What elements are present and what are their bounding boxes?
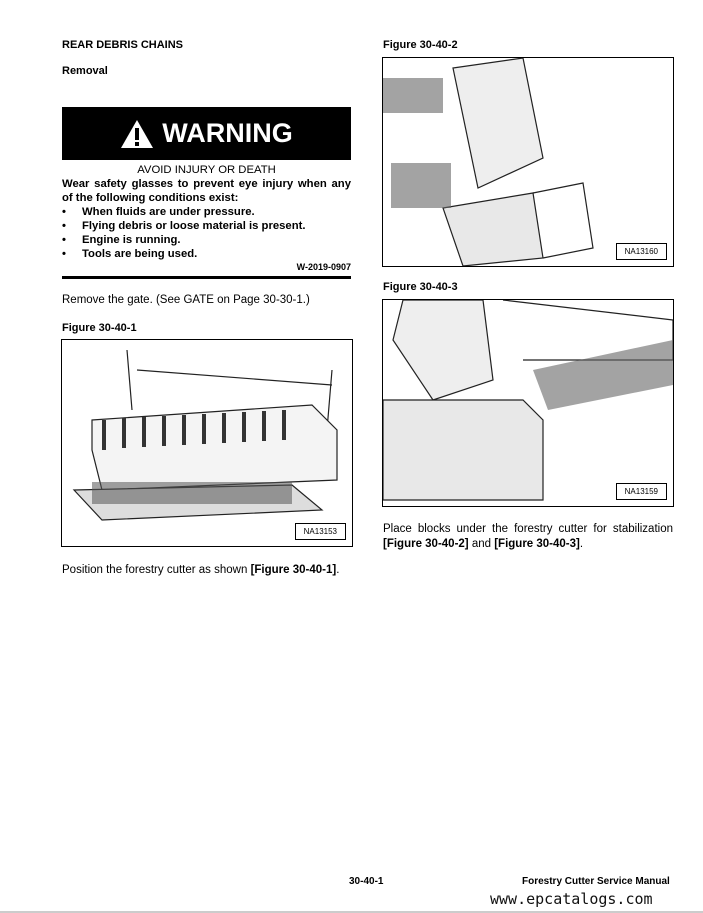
figure-tag: NA13153 — [294, 523, 346, 540]
warning-text: AVOID INJURY OR DEATH Wear safety glasse… — [62, 163, 351, 273]
figure-caption: Figure 30-40-3 — [383, 281, 458, 293]
warning-item: Tools are being used. — [62, 247, 351, 261]
step-text: Place blocks under the forestry cutter f… — [383, 523, 673, 535]
watermark: www.epcatalogs.com — [490, 890, 653, 908]
block-under-cutter-illustration — [383, 300, 673, 501]
step-text: Position the forestry cutter as shown — [62, 564, 251, 576]
figure-reference: [Figure 30-40-3] — [494, 538, 580, 550]
warning-intro: Wear safety glasses to prevent eye injur… — [62, 178, 351, 204]
figure-reference: [Figure 30-40-1] — [250, 564, 337, 576]
figure-tag: NA13159 — [615, 483, 667, 500]
warning-item: Engine is running. — [62, 233, 351, 247]
step-place-blocks: Place blocks under the forestry cutter f… — [383, 522, 673, 552]
subsection-title: Removal — [62, 65, 108, 77]
step-text: . — [336, 564, 340, 576]
figure-reference: [Figure 30-40-2] — [383, 538, 469, 550]
warning-banner: WARNING — [62, 107, 351, 160]
figure-30-40-1: NA13153 — [61, 339, 353, 547]
warning-title: WARNING — [162, 118, 293, 148]
step-position-cutter: Position the forestry cutter as shown [F… — [62, 564, 339, 576]
forestry-cutter-illustration — [72, 349, 338, 521]
block-under-cutter-illustration — [383, 58, 594, 266]
step-text: and — [468, 538, 495, 550]
manual-title: Forestry Cutter Service Manual — [522, 876, 670, 887]
warning-item: Flying debris or loose material is prese… — [62, 219, 351, 233]
warning-headline: AVOID INJURY OR DEATH — [137, 164, 276, 176]
divider — [62, 276, 351, 279]
section-title: REAR DEBRIS CHAINS — [62, 39, 184, 51]
warning-item: When fluids are under pressure. — [62, 205, 351, 219]
figure-30-40-3: NA13159 — [382, 299, 674, 507]
page-edge — [0, 911, 703, 913]
figure-caption: Figure 30-40-2 — [383, 39, 458, 51]
warning-triangle-icon — [121, 119, 154, 148]
step-remove-gate: Remove the gate. (See GATE on Page 30-30… — [62, 294, 310, 306]
figure-tag: NA13160 — [615, 243, 667, 260]
warning-code: W-2019-0907 — [296, 262, 351, 272]
page-number: 30-40-1 — [349, 876, 384, 887]
figure-caption: Figure 30-40-1 — [62, 322, 137, 334]
figure-30-40-2: NA13160 — [382, 57, 674, 267]
step-text: . — [579, 538, 584, 550]
